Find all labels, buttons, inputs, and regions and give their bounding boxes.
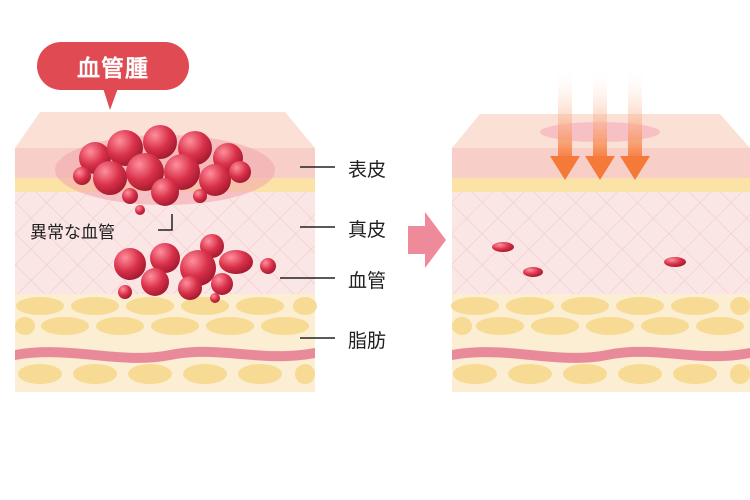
- leader-lines: [158, 166, 335, 339]
- residual-vessels: [492, 242, 686, 277]
- callout-pointer: [103, 88, 118, 110]
- callout-title: 血管腫: [77, 56, 149, 82]
- deep-vessel: [15, 346, 315, 363]
- label-epidermis: 表皮: [348, 159, 387, 181]
- fat-cells: [15, 297, 317, 384]
- fat-cells-after: [451, 297, 750, 384]
- basal-band-after: [452, 178, 750, 192]
- laser-down-arrow-icon: [550, 68, 650, 180]
- label-abnormal-vessel: 異常な血管: [30, 223, 115, 243]
- hemangioma-cluster: [55, 125, 275, 215]
- skin-block-before: [15, 88, 335, 392]
- abnormal-vessel-cluster: [114, 234, 276, 303]
- label-fat: 脂肪: [348, 330, 387, 352]
- skin-block-after: [451, 68, 750, 392]
- deep-vessel-after: [452, 346, 750, 363]
- arrow-right-icon: [408, 212, 446, 268]
- label-vessel: 血管: [348, 270, 387, 292]
- label-dermis: 真皮: [348, 219, 387, 241]
- callout-hemangioma: 血管腫: [37, 42, 189, 90]
